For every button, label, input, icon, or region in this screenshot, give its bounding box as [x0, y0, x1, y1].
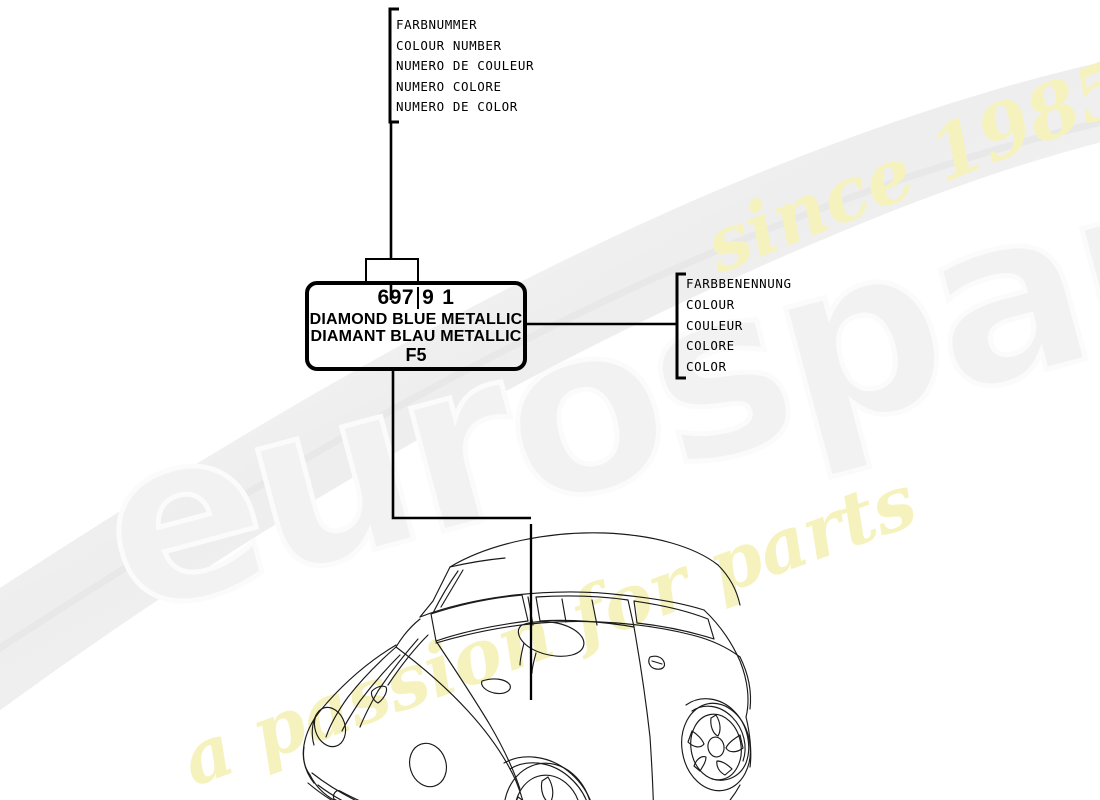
legend-line-es: NUMERO DE COLOR	[396, 99, 518, 115]
legend-name-line-it: COLORE	[686, 338, 735, 354]
colour-identification-plate[interactable]: 697 9 1 DIAMOND BLUE METALLIC DIAMANT BL…	[305, 281, 527, 371]
right-bracket	[675, 272, 686, 380]
plate-number-divider	[417, 287, 420, 309]
plate-colour-name-german: DIAMANT BLAU METALLIC	[310, 328, 522, 345]
plate-colour-number-part1: 697	[377, 286, 415, 309]
legend-line-de: FARBNUMMER	[396, 17, 478, 32]
legend-name-line-fr: COULEUR	[686, 317, 743, 333]
colour-number-legend: FARBNUMMER COLOUR NUMBER NUMERO DE COULE…	[396, 15, 534, 118]
legend-line-fr: NUMERO DE COULEUR	[396, 58, 535, 74]
legend-name-line-de: FARBBENENNUNG	[686, 276, 792, 291]
legend-line-it: NUMERO COLORE	[396, 78, 502, 94]
watermark-tagline-2: since 1985	[693, 43, 1100, 291]
plate-colour-code: F5	[405, 345, 427, 365]
legend-name-line-es: COLOR	[686, 359, 727, 375]
bottom-leader-elbow	[391, 371, 531, 520]
plate-colour-number-part2: 9	[422, 286, 435, 309]
plate-colour-number-part3: 1	[442, 286, 455, 309]
legend-line-en: COLOUR NUMBER	[396, 37, 502, 53]
watermark-tagline-part-2: since 1985	[693, 43, 1100, 291]
plate-colour-name-english: DIAMOND BLUE METALLIC	[309, 311, 523, 328]
colour-name-legend: FARBBENENNUNG COLOUR COULEUR COLORE COLO…	[686, 274, 792, 378]
porsche-911-line-drawing	[302, 532, 752, 800]
plate-colour-number-row: 697 9 1	[309, 286, 523, 310]
legend-name-line-en: COLOUR	[686, 296, 735, 312]
